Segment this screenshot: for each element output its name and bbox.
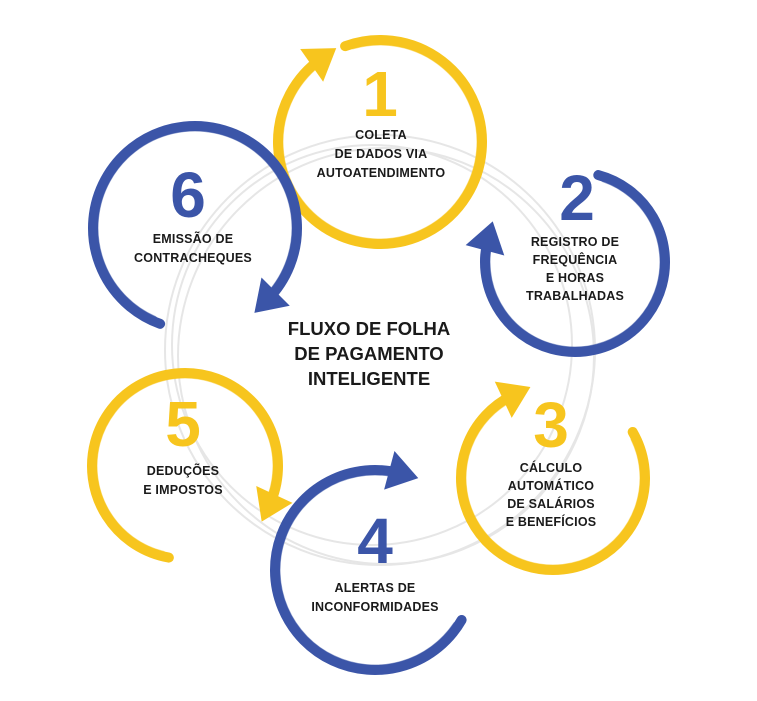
step-2-label-line-3: E HORAS [546, 271, 604, 285]
step-6-number: 6 [170, 159, 206, 231]
step-6-group: 6 EMISSÃO DE CONTRACHEQUES [134, 159, 252, 265]
step-3-number: 3 [533, 389, 569, 461]
step-4-label-line-1: ALERTAS DE [335, 581, 416, 595]
step-3-label-line-1: CÁLCULO [520, 460, 583, 475]
step-1-loop [273, 35, 487, 249]
step-5-label-line-1: DEDUÇÕES [147, 463, 219, 478]
step-3-label-line-3: DE SALÁRIOS [507, 496, 595, 511]
step-1-label-line-3: AUTOATENDIMENTO [317, 166, 446, 180]
step-3-group: 3 CÁLCULO AUTOMÁTICO DE SALÁRIOS E BENEF… [506, 389, 597, 529]
step-3-loop [456, 389, 650, 575]
step-5-number: 5 [165, 388, 201, 460]
step-4-arrowhead [384, 450, 419, 490]
sketch-circle [171, 144, 573, 546]
step-6-arrowhead [254, 277, 290, 313]
step-5-group: 5 DEDUÇÕES E IMPOSTOS [143, 388, 223, 497]
step-4-group: 4 ALERTAS DE INCONFORMIDADES [311, 505, 438, 614]
step-3-arrowhead [494, 381, 531, 418]
step-2-number: 2 [559, 162, 595, 234]
step-4-loop [270, 465, 467, 675]
center-title-line-1: FLUXO DE FOLHA [288, 318, 450, 339]
step-2-label-line-4: TRABALHADAS [526, 289, 624, 303]
step-4-number: 4 [357, 505, 393, 577]
center-title-line-2: DE PAGAMENTO [294, 343, 443, 364]
step-1-number: 1 [362, 58, 398, 130]
step-5-arrowhead [256, 485, 293, 522]
step-2-loop [480, 170, 670, 357]
step-3-label-line-4: E BENEFÍCIOS [506, 514, 597, 529]
center-title-line-3: INTELIGENTE [308, 368, 430, 389]
step-1-label-line-1: COLETA [355, 128, 407, 142]
step-3-label-line-2: AUTOMÁTICO [508, 478, 595, 493]
step-6-label-line-1: EMISSÃO DE [153, 231, 234, 246]
step-2-label-line-1: REGISTRO DE [531, 235, 619, 249]
step-2-group: 2 REGISTRO DE FREQUÊNCIA E HORAS TRABALH… [526, 162, 624, 303]
step-4-label-line-2: INCONFORMIDADES [311, 600, 438, 614]
step-6-label-line-2: CONTRACHEQUES [134, 251, 252, 265]
sketch-circle [177, 147, 595, 565]
step-1-arrowhead [300, 48, 337, 82]
step-5-loop [87, 368, 283, 563]
step-loops [87, 35, 670, 675]
step-1-label-line-2: DE DADOS VIA [335, 147, 428, 161]
step-6-loop [88, 121, 302, 329]
step-5-label-line-2: E IMPOSTOS [143, 483, 223, 497]
step-2-label-line-2: FREQUÊNCIA [533, 252, 618, 267]
step-1-group: 1 COLETA DE DADOS VIA AUTOATENDIMENTO [317, 58, 446, 180]
step-2-arrowhead [465, 221, 505, 256]
